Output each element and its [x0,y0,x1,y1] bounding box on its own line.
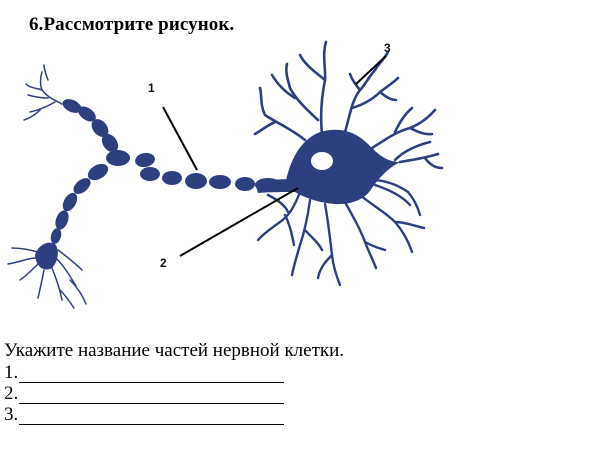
label-1: 1 [148,81,155,95]
answer-number: 2. [4,383,19,404]
answer-row-3: 3. [4,404,285,425]
label-3: 3 [384,41,391,55]
answer-list: 1. 2. 3. [4,362,285,425]
answer-blank-1[interactable] [19,365,285,383]
answer-blank-2[interactable] [19,386,285,404]
answer-row-2: 2. [4,383,285,404]
task-title: 6.Рассмотрите рисунок. [29,14,235,35]
label-2: 2 [160,256,167,270]
answer-blank-3[interactable] [19,407,285,425]
answer-number: 1. [4,362,19,383]
answer-row-1: 1. [4,362,285,383]
label-leader-lines [162,55,387,257]
neuron-icon [7,40,444,309]
answer-number: 3. [4,404,19,425]
neuron-figure: 1 2 3 [0,38,600,328]
question-prompt: Укажите название частей нервной клетки. [4,340,345,361]
